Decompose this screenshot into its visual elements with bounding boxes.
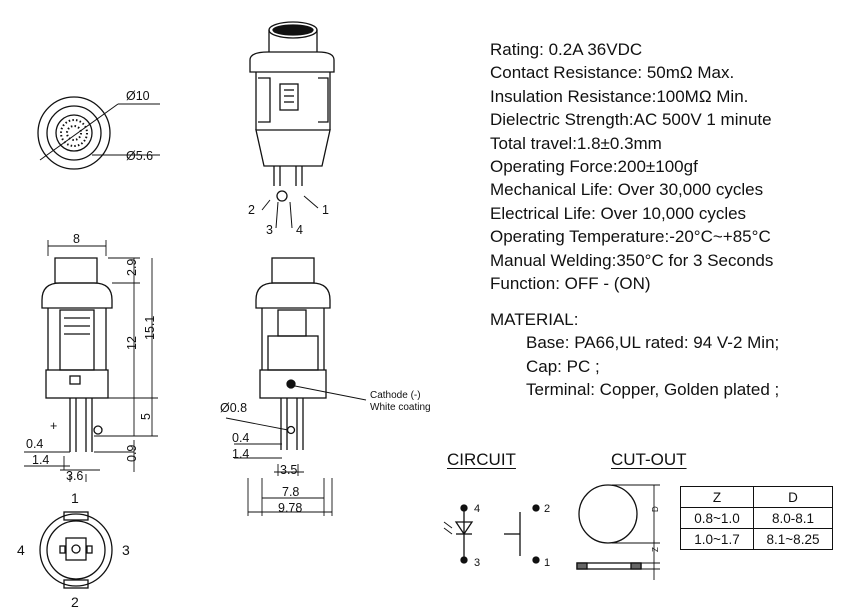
dim-pin-width: 0.4 bbox=[26, 437, 43, 451]
cutout-d-label: D bbox=[651, 506, 660, 512]
iso-pin-3: 3 bbox=[266, 223, 273, 237]
dim-body-height: 12 bbox=[125, 336, 139, 350]
iso-pin-1: 1 bbox=[322, 203, 329, 217]
dim-pin-thickness: 1.4 bbox=[32, 453, 49, 467]
side-view-right bbox=[225, 257, 367, 516]
bottom-pin-3: 3 bbox=[122, 542, 130, 558]
material-cap: Cap: PC ; bbox=[526, 356, 600, 376]
dim-r-pin-spacing: 3.5 bbox=[280, 463, 297, 477]
circuit-pin-1: 1 bbox=[544, 557, 550, 569]
material-base: Base: PA66,UL rated: 94 V-2 Min; bbox=[526, 333, 780, 353]
circuit-pin-3: 3 bbox=[474, 557, 480, 569]
cutout-heading: CUT-OUT bbox=[611, 450, 687, 469]
dim-dia-outer: Ø10 bbox=[126, 89, 150, 103]
coating-label: White coating bbox=[370, 402, 431, 413]
circuit-heading: CIRCUIT bbox=[447, 450, 516, 469]
front-view-circle bbox=[37, 96, 160, 170]
spec-contact-resistance: Contact Resistance: 50mΩ Max. bbox=[490, 63, 735, 83]
dim-pin-spacing: 3.6 bbox=[66, 469, 83, 483]
dim-hole: Ø0.8 bbox=[220, 401, 247, 415]
table-cell: 0.8~1.0 bbox=[680, 507, 754, 529]
spec-insulation-resistance: Insulation Resistance:100MΩ Min. bbox=[490, 86, 749, 106]
dim-r-pin-width: 0.4 bbox=[232, 431, 249, 445]
col-header-z: Z bbox=[680, 486, 754, 508]
table-row: 0.8~1.0 8.0-8.1 bbox=[680, 507, 833, 529]
material-heading: MATERIAL: bbox=[490, 310, 579, 329]
spec-electrical-life: Electrical Life: Over 10,000 cycles bbox=[490, 203, 747, 223]
dim-r-width-1: 7.8 bbox=[282, 485, 299, 499]
table-cell: 8.0-8.1 bbox=[753, 507, 833, 529]
circuit-pin-4: 4 bbox=[474, 503, 480, 515]
dim-r-pin-thickness: 1.4 bbox=[232, 447, 249, 461]
spec-function: Function: OFF - (ON) bbox=[490, 274, 651, 294]
spec-operating-temperature: Operating Temperature:-20°C~+85°C bbox=[490, 227, 771, 247]
col-header-d: D bbox=[753, 486, 833, 508]
iso-pin-4: 4 bbox=[296, 223, 303, 237]
bottom-pin-view bbox=[39, 511, 113, 589]
spec-list: Rating: 0.2A 36VDC Contact Resistance: 5… bbox=[490, 38, 773, 295]
material-section: MATERIAL: Base: PA66,UL rated: 94 V-2 Mi… bbox=[490, 308, 779, 402]
dim-pin-gap: 0.9 bbox=[125, 445, 139, 462]
table-cell: 8.1~8.25 bbox=[753, 528, 833, 550]
spec-mechanical-life: Mechanical Life: Over 30,000 cycles bbox=[490, 180, 764, 200]
spec-total-travel: Total travel:1.8±0.3mm bbox=[490, 133, 662, 153]
material-terminal: Terminal: Copper, Golden plated ; bbox=[526, 380, 780, 400]
table-row: 1.0~1.7 8.1~8.25 bbox=[680, 528, 833, 550]
bottom-pin-2: 2 bbox=[71, 594, 79, 610]
spec-manual-welding: Manual Welding:350°C for 3 Seconds bbox=[490, 250, 774, 270]
dim-cap-height: 2.9 bbox=[125, 259, 139, 276]
dim-width: 8 bbox=[73, 232, 80, 246]
circuit-symbols bbox=[443, 504, 540, 564]
cutout-table: Z D 0.8~1.0 8.0-8.1 1.0~1.7 8.1~8.25 bbox=[680, 486, 833, 550]
circuit-pin-2: 2 bbox=[544, 503, 550, 515]
spec-operating-force: Operating Force:200±100gf bbox=[490, 157, 698, 177]
plus-sign: + bbox=[50, 419, 57, 433]
iso-pin-2: 2 bbox=[248, 203, 255, 217]
cutout-drawing bbox=[576, 484, 660, 580]
bottom-pin-4: 4 bbox=[17, 542, 25, 558]
cutout-z-label: Z bbox=[651, 547, 660, 552]
cutout-table-header: Z D bbox=[680, 486, 833, 508]
side-view-left bbox=[24, 240, 158, 482]
table-cell: 1.0~1.7 bbox=[680, 528, 754, 550]
dim-r-width-2: 9.78 bbox=[278, 501, 302, 515]
isometric-switch bbox=[249, 21, 335, 229]
dim-total-height: 15.1 bbox=[143, 316, 157, 340]
dim-dia-inner: Ø5.6 bbox=[126, 149, 153, 163]
spec-dielectric-strength: Dielectric Strength:AC 500V 1 minute bbox=[490, 110, 772, 130]
cathode-label: Cathode (-) bbox=[370, 390, 421, 401]
dim-pin-height: 5 bbox=[139, 413, 153, 420]
spec-rating: Rating: 0.2A 36VDC bbox=[490, 40, 643, 59]
bottom-pin-1: 1 bbox=[71, 490, 79, 506]
